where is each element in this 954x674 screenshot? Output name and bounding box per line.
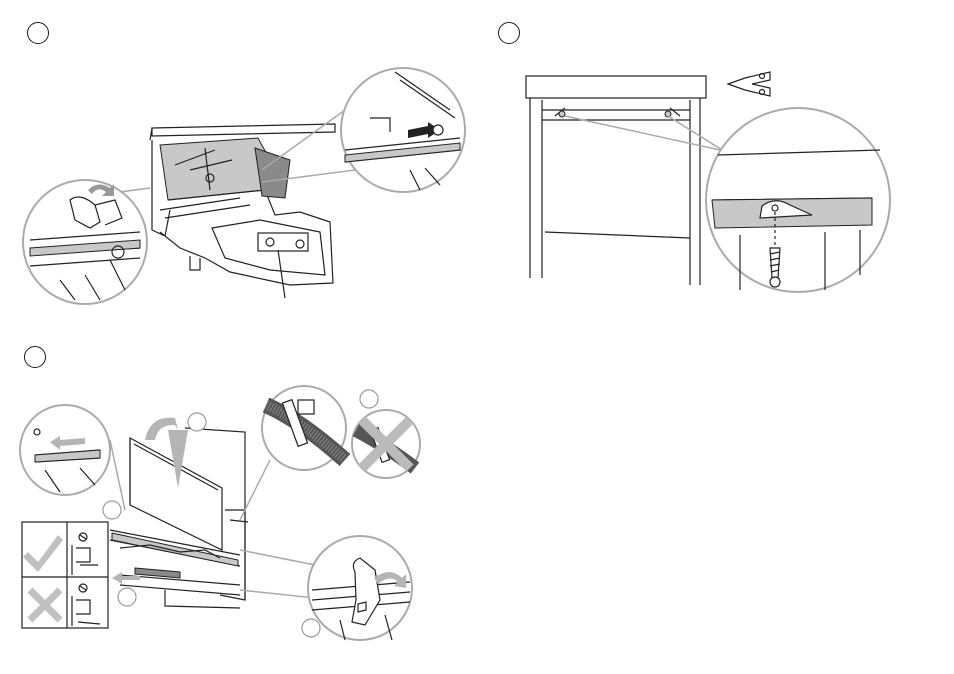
correct-incorrect-legend <box>22 522 108 628</box>
zoom-detail-clip <box>308 536 412 640</box>
callout-d <box>360 390 378 408</box>
zoom-detail-cable-tie-wrong <box>352 410 420 478</box>
callout-c <box>118 588 136 606</box>
callout-a <box>188 413 206 431</box>
callout-b <box>103 501 121 519</box>
zoom-detail-cable-tie <box>262 386 346 470</box>
zoom-detail-hinge <box>20 405 110 495</box>
callout-e <box>302 619 320 637</box>
